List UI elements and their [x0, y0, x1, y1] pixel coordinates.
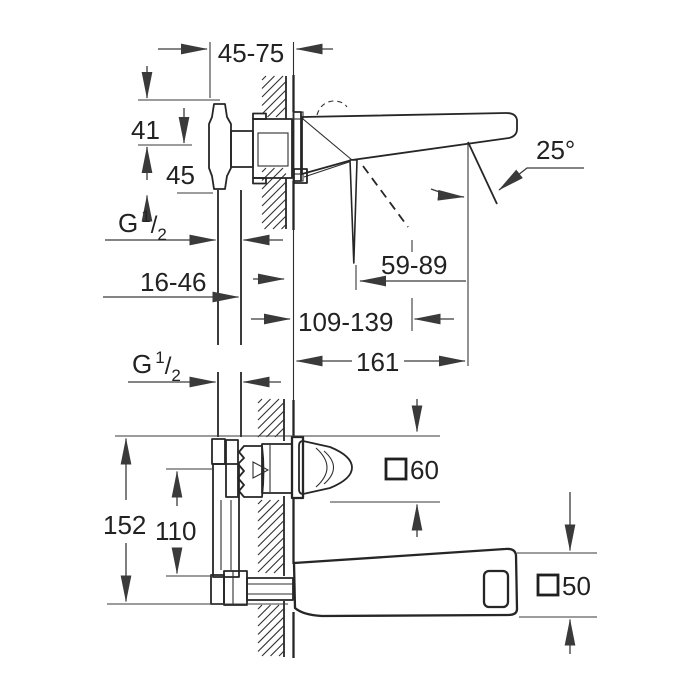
dim-connection-to-wall: 16-46	[103, 267, 285, 303]
dim-spout-projection: 109-139	[251, 240, 454, 337]
union-block-bottom	[210, 574, 225, 605]
angle-leader-line	[498, 167, 584, 191]
dim-rough-in-depth-label: 45-75	[218, 38, 285, 68]
valve-housing-box	[252, 118, 293, 179]
dim-50-label: 50	[562, 571, 591, 601]
mounting-plate	[225, 439, 239, 498]
union-block-top	[211, 438, 226, 465]
escutcheon-clip-top	[292, 111, 304, 120]
outlet-pipe	[246, 577, 294, 601]
spout-alt-position-dashed	[316, 100, 348, 116]
angle-arc-arrow	[430, 188, 465, 201]
wall-hatch-front-lower	[257, 604, 285, 657]
square-symbol	[384, 457, 408, 481]
dim-45-label: 45	[166, 160, 195, 190]
valve-flange	[208, 103, 232, 190]
dim-59-89-label: 59-89	[381, 250, 448, 280]
valve-neck	[230, 130, 254, 168]
lever-end-square	[482, 569, 510, 609]
valve-assembly	[211, 435, 353, 578]
dim-spout-tip-reach: 161	[295, 347, 466, 377]
dim-rough-in-depth: 45-75	[158, 38, 333, 98]
dim-110-label: 110	[155, 516, 196, 546]
stream-angle-reference	[430, 141, 584, 366]
dim-stream-angle: 25°	[536, 135, 575, 165]
dim-41-label: 41	[131, 115, 160, 145]
wall-hatch-front-upper	[257, 398, 285, 438]
dim-escutcheon-square: 60	[330, 399, 440, 537]
cartridge-tip	[252, 461, 270, 479]
supply-pipe	[217, 190, 242, 437]
dim-port-spacing: 110	[155, 468, 214, 577]
dim-60-label: 60	[410, 455, 439, 485]
wall-hatch-front-middle	[257, 499, 285, 574]
angle-25-line	[467, 141, 498, 205]
escutcheon-plate	[290, 435, 305, 500]
dim-inlet-offset-top: 41	[131, 66, 220, 180]
water-stream	[349, 159, 409, 264]
lever-body	[292, 547, 519, 618]
handle-hub-cone	[298, 440, 353, 495]
valve-housing-inner	[257, 132, 289, 167]
housing-tab-top	[252, 112, 267, 120]
dim-inlet-offset-bottom: 45	[141, 108, 213, 222]
cartridge-cylinder	[261, 443, 293, 494]
dim-stream-reach: 59-89	[355, 250, 466, 290]
escutcheon-edge	[292, 111, 304, 182]
lower-connection	[210, 570, 294, 606]
cartridge-spline-gear	[237, 445, 265, 498]
spout-base-bracket	[293, 168, 308, 184]
spout-outline	[301, 112, 518, 175]
dim-total-height: 152	[103, 435, 440, 605]
water-stream-dashed	[362, 165, 409, 228]
dim-25deg-label: 25°	[536, 135, 575, 165]
lever	[292, 547, 519, 618]
dim-109-139-label: 109-139	[298, 307, 393, 337]
dim-16-46-label: 16-46	[140, 267, 207, 297]
spout-crease	[302, 118, 353, 161]
concealed-valve-body	[208, 103, 293, 190]
dim-161-label: 161	[356, 347, 399, 377]
square-symbol	[536, 573, 560, 597]
dim-152-label: 152	[103, 510, 146, 540]
wall-hatch-top-upper	[261, 75, 287, 118]
water-curtain-edge	[349, 159, 358, 264]
spout-underside-line	[303, 160, 353, 178]
front-view	[210, 435, 519, 618]
hub-dome-arc	[315, 447, 328, 488]
hub-dome-arc	[323, 450, 335, 485]
housing-tab-bottom	[252, 177, 267, 185]
spout	[293, 100, 518, 184]
dim-lever-square: 50	[517, 492, 597, 654]
top-view	[208, 100, 584, 437]
